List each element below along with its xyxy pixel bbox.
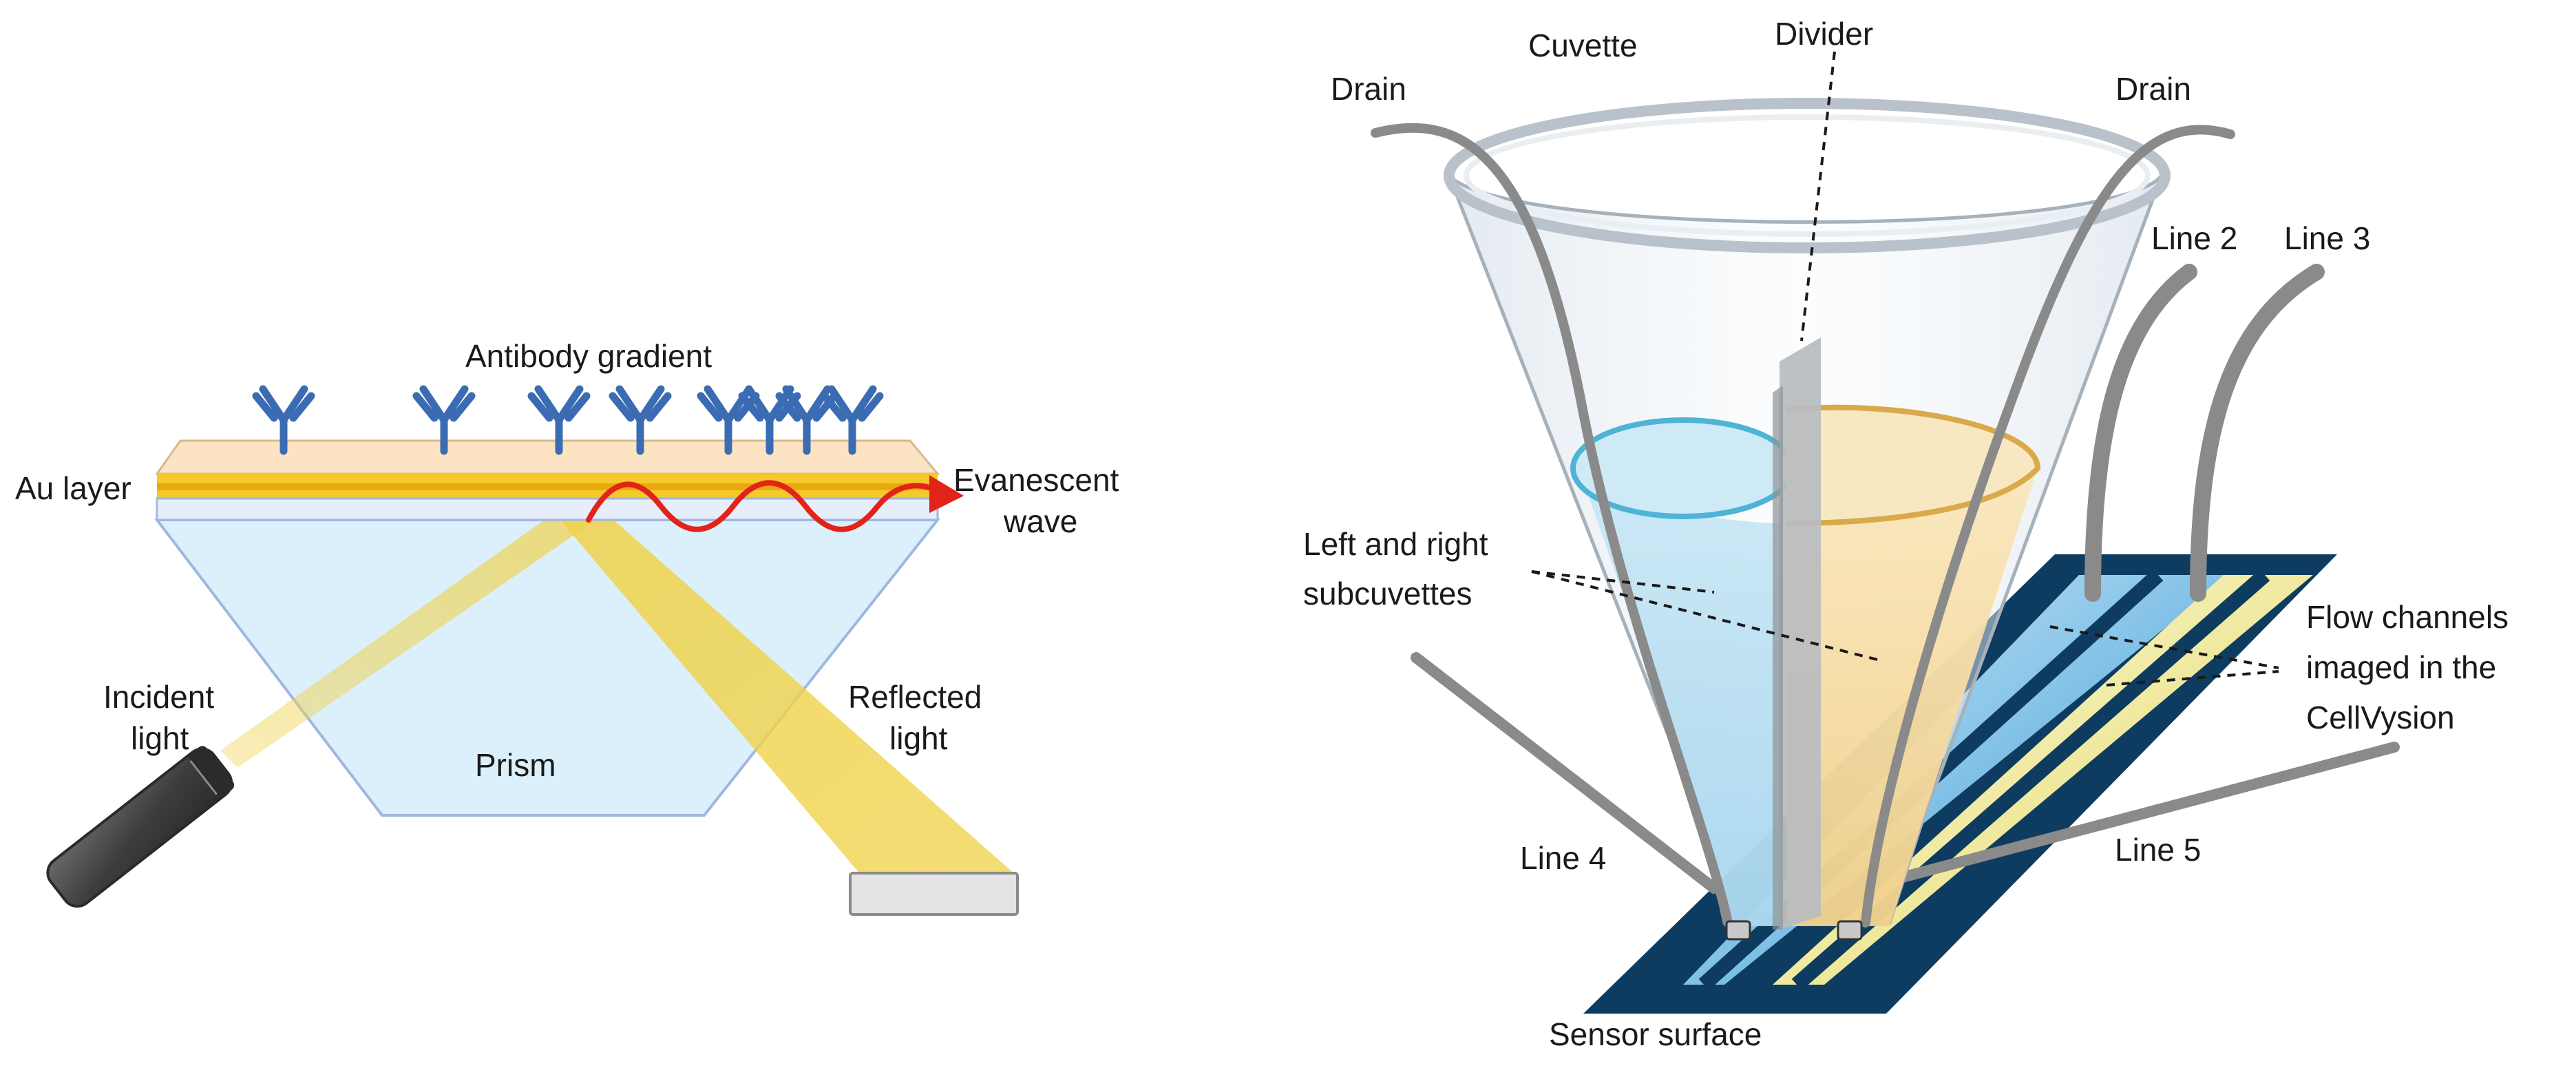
line-5-tube [1894,742,2400,883]
antibodies [252,385,884,455]
drain-left-label: Drain [1331,71,1406,107]
au-layer-label: Au layer [15,470,131,506]
reflected-light-label-line2: light [889,720,948,756]
evanescent-wave [586,480,936,532]
cuvette-label: Cuvette [1528,28,1638,63]
cuvette-rim [1444,98,2171,253]
substrate-glass [156,497,939,521]
antibody-icon [527,385,591,455]
flow-leader-bottom [2106,670,2279,687]
antibody-icon [252,385,315,455]
reflected-light-beam [554,513,1015,875]
antibody-icon [775,385,838,455]
line-4-label: Line 4 [1520,840,1606,876]
detector [849,872,1019,916]
prism-label: Prism [475,747,556,783]
incident-light-beam [220,513,606,768]
light-source [46,746,235,908]
cuvette-rim-inner [1464,114,2151,237]
drain-tube-left [1371,123,1733,928]
incident-light-label-line1: Incident [103,679,214,715]
divider-leader [1800,51,1836,342]
evanescent-wave-label-line1: Evanescent [953,462,1119,498]
subcuvettes-label-line1: Left and right [1303,526,1488,562]
antibody-icon [412,385,476,455]
subcuvettes-label-line2: subcuvettes [1303,576,1472,611]
line-2-tube [2084,264,2197,602]
evanescent-wave-label-line2: wave [1003,503,1077,539]
right-outlet [1837,920,1863,941]
drain-right-label: Drain [2115,71,2191,107]
left-outlet [1725,920,1751,941]
right-subcuvette-liquid [1786,408,2038,926]
au-film-line [157,483,938,490]
drain-tube-right [1861,125,2235,928]
incident-light-label-line2: light [131,720,189,756]
line-3-label: Line 3 [2284,220,2370,256]
line-4-tube [1411,652,1720,894]
flow-channels-label-line1: Flow channels [2306,599,2509,635]
flow-channels-label-line2: imaged in the [2306,649,2496,685]
antibody-icon [738,385,801,455]
antibody-icon [609,385,672,455]
subcuvette-leader-left [1531,570,1715,594]
leader-lines [1531,51,2279,687]
wave-arrowhead [929,475,964,513]
antibody-gradient-label: Antibody gradient [465,338,712,374]
divider-plate-edge [1773,386,1783,930]
line-2-label: Line 2 [2151,220,2237,256]
antibody-icon [821,385,884,455]
au-slab-top [155,439,940,475]
sensor-surface-label: Sensor surface [1549,1016,1762,1052]
line-3-tube [2190,264,2325,602]
flow-channels-label-line3: CellVysion [2306,700,2455,735]
antibody-icon [697,385,760,455]
cuvette-diagram: Cuvette Divider Drain Drain Line 2 Line … [1303,16,2509,1052]
divider-label: Divider [1775,16,1873,52]
line-5-label: Line 5 [2115,832,2201,868]
spr-diagram: Antibody gradient Au layer Evanescent wa… [15,338,1119,916]
divider-plate [1780,337,1821,930]
reflected-light-label-line1: Reflected [848,679,982,715]
